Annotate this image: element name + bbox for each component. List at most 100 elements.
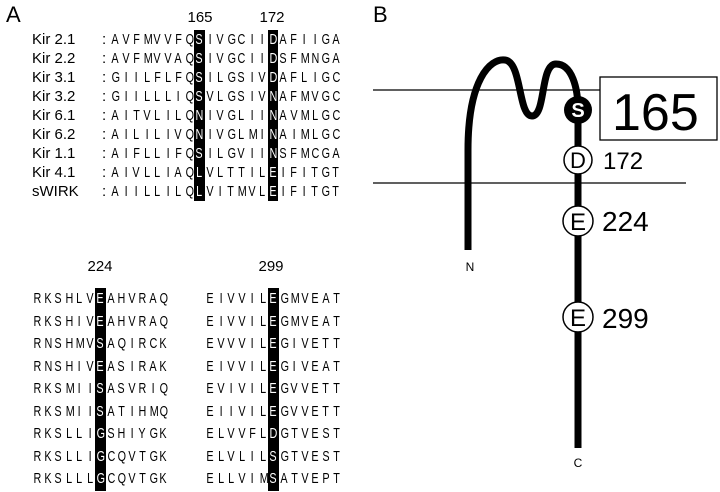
residue: L xyxy=(76,447,83,465)
residue: I xyxy=(250,357,254,375)
residue: I xyxy=(218,183,222,200)
residue: E xyxy=(311,402,319,420)
residue: V xyxy=(290,107,298,124)
residue: Q xyxy=(159,312,169,330)
residue: S xyxy=(237,88,245,105)
residue: I xyxy=(260,31,264,48)
residue: S xyxy=(279,145,287,162)
residue: V xyxy=(290,380,298,397)
residue: A xyxy=(107,380,115,397)
residue: M xyxy=(149,402,159,420)
conserved-residue: D xyxy=(267,68,278,87)
residue: I xyxy=(219,357,223,375)
channel-name: Kir 6.2 xyxy=(32,126,76,143)
residue: V xyxy=(217,335,225,352)
residue: H xyxy=(117,425,126,442)
residue: A xyxy=(174,50,182,67)
residue: I xyxy=(219,402,223,420)
residue: T xyxy=(311,164,319,181)
residue: L xyxy=(175,107,182,124)
residue: T xyxy=(290,470,298,487)
residue: G xyxy=(280,312,289,330)
residue: V xyxy=(301,425,309,442)
residue: F xyxy=(290,31,298,48)
residue: E xyxy=(206,357,214,375)
residue: V xyxy=(238,402,246,420)
residue: A xyxy=(111,31,119,48)
residue: I xyxy=(130,357,134,375)
residue: V xyxy=(164,50,172,67)
residue: A xyxy=(279,126,287,143)
residue: A xyxy=(149,312,157,330)
residue: F xyxy=(153,69,161,86)
residue: V xyxy=(227,447,235,465)
residue: M xyxy=(259,470,269,487)
conserved-residue: E xyxy=(268,355,279,378)
residue: V xyxy=(227,312,235,330)
conserved-residue: G xyxy=(95,423,106,446)
residue: I xyxy=(130,335,134,352)
residue: I xyxy=(292,357,296,375)
residue: I xyxy=(88,380,92,397)
separator: : xyxy=(102,107,107,124)
conserved-residue: S xyxy=(194,30,205,49)
residue: A xyxy=(332,50,340,67)
residue: L xyxy=(217,69,224,86)
residue: I xyxy=(250,31,254,48)
residue: G xyxy=(280,335,289,352)
residue-d172-marker: D xyxy=(563,145,593,175)
residue: V xyxy=(301,470,309,487)
residue: I xyxy=(208,107,212,124)
residue: S xyxy=(117,380,125,397)
residue: K xyxy=(44,470,52,487)
residue: L xyxy=(65,425,72,442)
conserved-residue: E xyxy=(95,355,106,378)
residue: F xyxy=(132,145,140,162)
residue: A xyxy=(174,164,182,181)
residue: R xyxy=(33,447,42,465)
residue: I xyxy=(250,312,254,330)
residue-s165-marker: S xyxy=(564,96,592,124)
separator: : xyxy=(102,126,107,143)
residue: G xyxy=(321,126,331,143)
residue: L xyxy=(164,69,171,86)
residue: I xyxy=(77,312,81,330)
residue: E xyxy=(206,312,214,330)
residue: I xyxy=(145,126,149,143)
residue: V xyxy=(301,335,309,352)
residue: L xyxy=(133,126,140,143)
residue: M xyxy=(300,107,310,124)
residue: T xyxy=(332,402,340,420)
residue: E xyxy=(206,290,214,307)
residue: I xyxy=(302,183,306,200)
residue: I xyxy=(250,69,254,86)
residue: L xyxy=(217,447,224,465)
residue: M xyxy=(300,126,310,143)
residue: L xyxy=(164,88,171,105)
residue: G xyxy=(280,425,289,442)
residue-e224-marker: E xyxy=(562,205,594,237)
residue-d172-letter: D xyxy=(570,148,586,173)
residue: T xyxy=(290,425,298,442)
residue: V xyxy=(258,88,266,105)
residue: I xyxy=(292,335,296,352)
residue: M xyxy=(290,312,300,330)
residue: A xyxy=(111,164,119,181)
residue: L xyxy=(154,126,161,143)
residue: E xyxy=(311,357,319,375)
conserved-residue: D xyxy=(268,423,279,446)
residue: F xyxy=(290,145,298,162)
conserved-residue: G xyxy=(95,468,106,491)
separator: : xyxy=(102,88,107,105)
residue: V xyxy=(237,145,245,162)
residue: V xyxy=(122,31,130,48)
residue: M xyxy=(143,31,153,48)
conserved-residue: S xyxy=(95,378,106,401)
residue: C xyxy=(332,88,340,105)
residue: I xyxy=(219,290,223,307)
conserved-residue: L xyxy=(194,163,205,182)
residue: C xyxy=(107,470,115,487)
conserved-residue: E xyxy=(268,378,279,401)
residue: K xyxy=(44,290,52,307)
channel-name: Kir 4.1 xyxy=(32,164,76,181)
